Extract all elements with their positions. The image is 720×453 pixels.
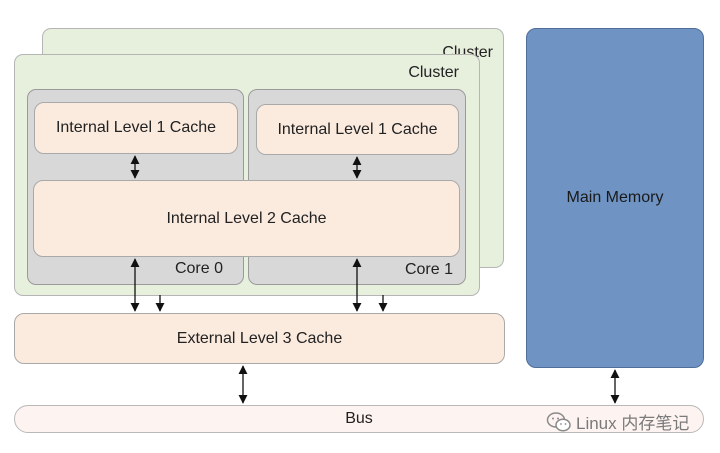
- bus: Bus: [14, 405, 704, 433]
- wechat-icon: [546, 411, 571, 432]
- main-memory: Main Memory: [526, 28, 704, 368]
- core-1-l1-cache: Internal Level 1 Cache: [256, 104, 459, 155]
- watermark: Linux 内存笔记: [546, 409, 689, 434]
- core-0-l1-cache: Internal Level 1 Cache: [34, 102, 238, 154]
- l3-cache: External Level 3 Cache: [14, 313, 505, 364]
- watermark-text: Linux 内存笔记: [576, 414, 690, 433]
- core-0-label: Core 0: [174, 260, 223, 277]
- front-cluster-label: Cluster: [408, 64, 459, 81]
- l2-cache: Internal Level 2 Cache: [33, 180, 460, 257]
- core-1-label: Core 1: [404, 261, 453, 278]
